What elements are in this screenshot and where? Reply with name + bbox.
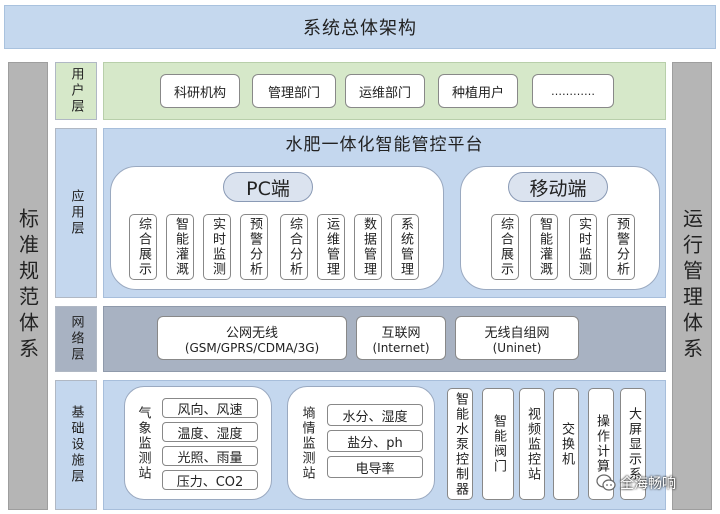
soil-sensor: 水分、湿度 [327,404,423,426]
network-item-detail: (Internet) [372,340,430,355]
network-item-name: 无线自组网 [484,325,550,341]
weather-sensor: 光照、雨量 [162,446,258,466]
infra-device: 智能阀门 [482,388,514,500]
network-item-detail: (Uninet) [492,340,542,355]
weather-station-title: 气象监测站 [135,405,151,481]
network-item: 无线自组网 (Uninet) [455,316,579,360]
infra-device: 视频监控站 [519,388,545,500]
platform-title: 水肥一体化智能管控平台 [285,134,484,155]
network-item-name: 公网无线 [225,325,278,341]
pc-title: PC端 [223,172,313,202]
pc-module: 运维管理 [317,214,345,280]
network-item-detail: (GSM/GPRS/CDMA/3G) [184,340,320,355]
infra-device: 智能水泵控制器 [447,388,473,500]
left-column-label: 标准规范体系 [15,208,40,364]
user-item: 管理部门 [252,74,336,108]
pc-module: 综合分析 [280,214,308,280]
network-item: 互联网 (Internet) [356,316,446,360]
weather-sensor: 压力、CO2 [162,470,258,490]
user-item-more: ………… [532,74,614,108]
mobile-module: 实时监测 [569,214,597,280]
pc-module: 数据管理 [354,214,382,280]
infra-device: 大屏显示系 [620,388,646,500]
user-item: 科研机构 [160,74,240,108]
user-layer-label: 用户层 [55,62,97,120]
app-layer-label: 应用层 [55,128,97,298]
soil-sensor: 电导率 [327,456,423,478]
mobile-title: 移动端 [508,172,608,202]
watermark: 全海畅响 [596,470,716,496]
mobile-module: 综合展示 [491,214,519,280]
watermark-text: 全海畅响 [620,476,676,492]
network-item-name: 互联网 [381,325,421,341]
weather-sensor: 温度、湿度 [162,422,258,442]
diagram-title: 系统总体架构 [4,5,716,49]
pc-module: 系统管理 [391,214,419,280]
weather-sensor: 风向、风速 [162,398,258,418]
pc-module: 预警分析 [240,214,268,280]
pc-module: 智能灌溉 [166,214,194,280]
chat-bubble-icon [596,474,616,491]
user-item: 运维部门 [345,74,425,108]
soil-station-title: 墒情监测站 [299,405,315,481]
right-column-label: 运行管理体系 [679,208,704,364]
network-layer-label: 网络层 [55,306,97,372]
infra-layer-label: 基础设施层 [55,380,97,510]
mobile-module: 预警分析 [607,214,635,280]
soil-sensor: 盐分、ph [327,430,423,452]
pc-module: 实时监测 [203,214,231,280]
right-operations-column: 运行管理体系 [672,62,712,510]
mobile-module: 智能灌溉 [530,214,558,280]
network-item: 公网无线 (GSM/GPRS/CDMA/3G) [157,316,347,360]
user-item: 种植用户 [438,74,518,108]
infra-device: 交换机 [553,388,579,500]
pc-module: 综合展示 [129,214,157,280]
left-standards-column: 标准规范体系 [8,62,48,510]
